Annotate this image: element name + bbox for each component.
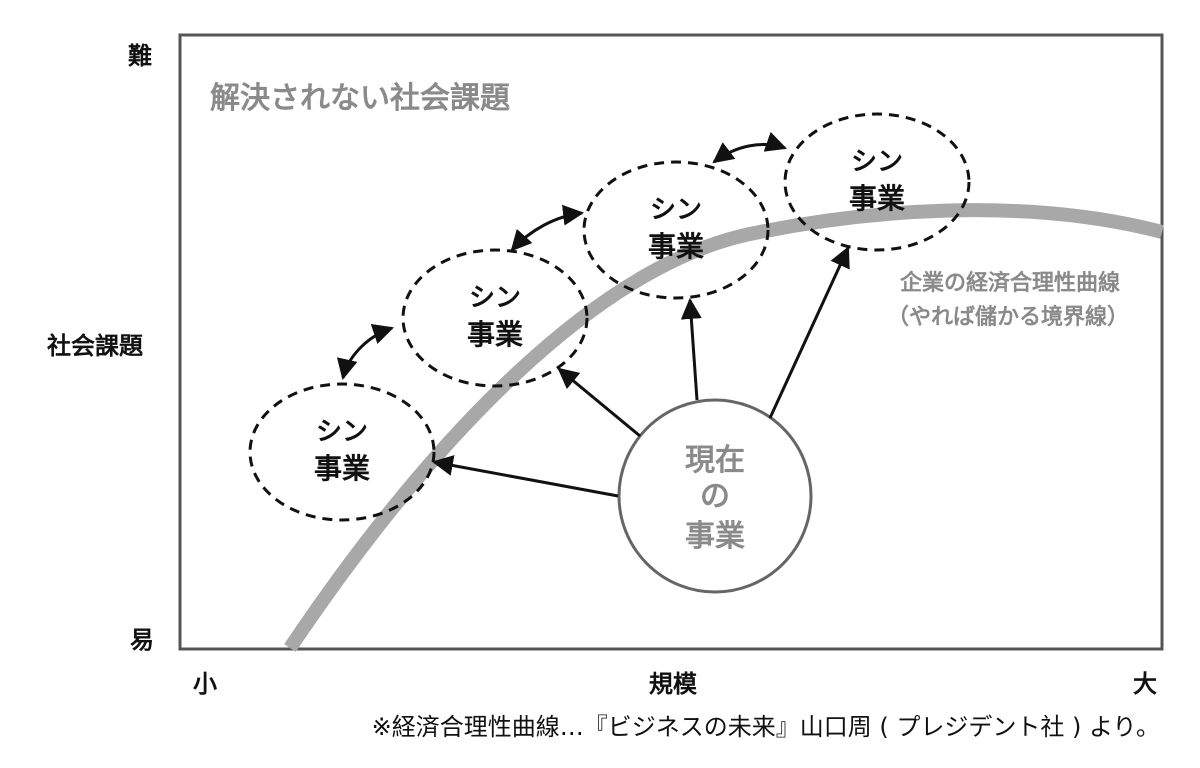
frame-title: 解決されない社会課題 bbox=[210, 81, 510, 116]
arrow-to-new-business-2 bbox=[557, 367, 641, 438]
new-business-3-line1: シン bbox=[650, 195, 702, 225]
curve-label-line1: 企業の経済合理性曲線 bbox=[899, 270, 1120, 296]
arrow-to-new-business-4 bbox=[768, 246, 850, 419]
x-axis-left-label: 小 bbox=[193, 670, 217, 698]
new-business-2-line1: シン bbox=[469, 283, 521, 313]
link-arrow-3-4 bbox=[712, 131, 787, 164]
curve-label-line2: （やれば儲かる境界線） bbox=[887, 304, 1129, 330]
new-business-4-line1: シン bbox=[851, 147, 903, 177]
new-business-4-line2: 事業 bbox=[849, 182, 905, 215]
arrow-to-new-business-1 bbox=[431, 455, 619, 498]
new-business-3-line2: 事業 bbox=[648, 230, 704, 263]
new-business-1-line1: シン bbox=[316, 417, 368, 447]
arrow-to-new-business-3 bbox=[680, 297, 702, 401]
current-business-line3: 事業 bbox=[685, 519, 745, 554]
new-business-1-line2: 事業 bbox=[314, 452, 370, 485]
current-business: 現在 の 事業 bbox=[617, 398, 813, 594]
link-arrow-1-2 bbox=[336, 324, 394, 381]
y-axis-top-label: 難 bbox=[128, 42, 152, 70]
x-axis-middle-label: 規模 bbox=[649, 670, 698, 698]
current-business-line1: 現在 bbox=[685, 443, 745, 478]
plot-frame bbox=[178, 33, 1164, 651]
new-business-2-line2: 事業 bbox=[467, 318, 523, 351]
new-business-2: シン 事業 bbox=[401, 248, 589, 388]
footnote: ※経済合理性曲線…『ビジネスの未来』山口周 ( プレジデント社 ) より。 bbox=[372, 713, 1160, 741]
link-arrow-2-3 bbox=[510, 204, 585, 252]
x-axis-right-label: 大 bbox=[1133, 670, 1157, 698]
current-business-line2: の bbox=[700, 479, 730, 514]
new-business-3: シン 事業 bbox=[582, 160, 770, 300]
economic-rationality-curve bbox=[284, 203, 1164, 652]
new-business-4: シン 事業 bbox=[783, 112, 971, 252]
y-axis-middle-label: 社会課題 bbox=[47, 332, 144, 360]
y-axis-bottom-label: 易 bbox=[130, 626, 154, 654]
new-business-1: シン 事業 bbox=[248, 382, 436, 522]
